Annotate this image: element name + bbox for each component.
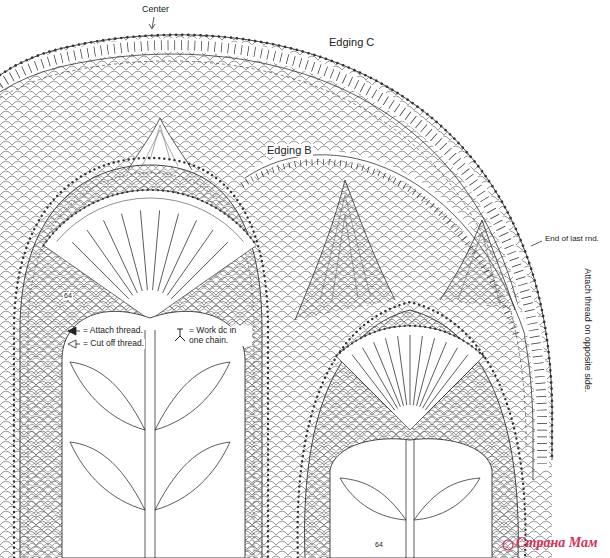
attach-thread-symbol bbox=[68, 327, 80, 335]
edging-label: Edging B bbox=[266, 144, 313, 157]
legend-text: = Work dc in one chain. bbox=[188, 326, 252, 346]
round-number: 64 bbox=[63, 292, 73, 300]
center-label: Center bbox=[141, 4, 170, 14]
note-label: Attach thread on opposite side. bbox=[583, 267, 593, 393]
watermark: Страна Мам bbox=[515, 535, 599, 551]
cut-thread-symbol bbox=[68, 340, 80, 348]
note-label: End of last rnd. bbox=[544, 234, 600, 243]
round-number: 64 bbox=[374, 541, 384, 549]
dc-symbol bbox=[175, 329, 185, 341]
edging-label: Edging C bbox=[328, 36, 375, 49]
legend-text: = Attach thread. bbox=[82, 326, 144, 336]
legend-text: = Cut off thread. bbox=[82, 339, 145, 349]
